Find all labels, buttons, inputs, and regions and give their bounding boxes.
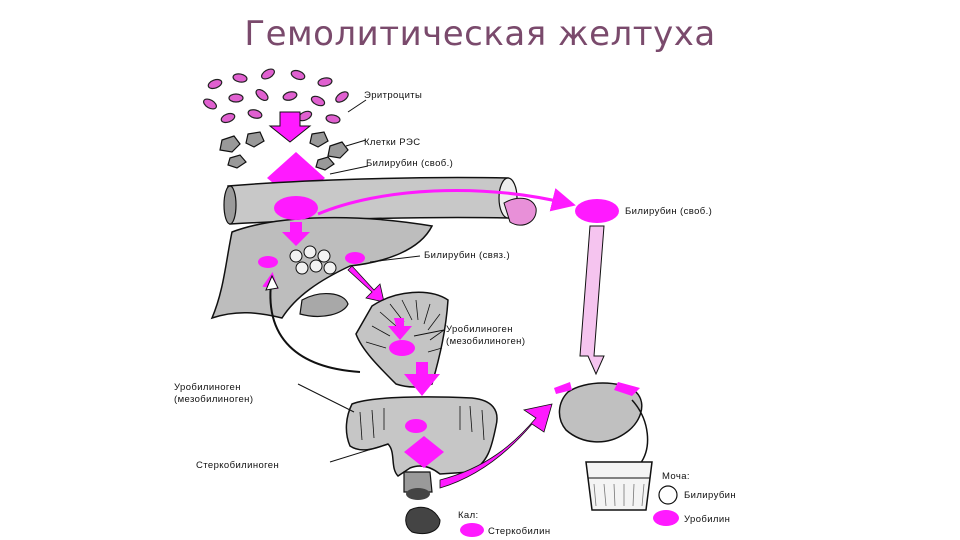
kidney	[554, 382, 648, 464]
label-urobilinogen-gut-1: Уробилиноген	[446, 324, 513, 335]
blood-vessel	[224, 177, 536, 225]
arrow-blood-to-kidney	[580, 226, 604, 374]
bilirubin-free-dot-vessel	[274, 196, 318, 220]
label-bilirubin-bound: Билирубин (связ.)	[424, 250, 510, 261]
stercobilin-marker	[460, 523, 484, 537]
urobilinogen-dot-gut	[389, 340, 415, 356]
label-urobilinogen-left-2: (мезобилиноген)	[174, 394, 253, 405]
label-erythrocytes: Эритроциты	[364, 90, 422, 101]
urine-bilirubin-marker	[659, 486, 677, 504]
bilirubin-dot-liver-left	[258, 256, 278, 268]
label-urine-bilirubin: Билирубин	[684, 490, 736, 501]
label-feces: Кал:	[458, 510, 479, 521]
rectum	[404, 472, 432, 500]
arrow-liver-to-gut	[348, 266, 384, 302]
bilirubin-bound-dot	[345, 252, 365, 264]
urobilin-marker	[653, 510, 679, 526]
bilirubin-free-dot-right	[575, 199, 619, 223]
label-res-cells: Клетки РЭС	[364, 137, 421, 148]
label-stercobilin: Стеркобилин	[488, 526, 550, 537]
label-stercobilinogen: Стеркобилиноген	[196, 460, 279, 471]
label-bilirubin-free-top: Билирубин (своб.)	[366, 158, 453, 169]
erythrocytes-cluster	[202, 67, 350, 124]
urine-glass	[586, 462, 652, 510]
small-intestine	[356, 292, 448, 387]
gallbladder	[300, 294, 348, 317]
label-urobilin: Уробилин	[684, 514, 730, 525]
feces	[406, 507, 440, 533]
label-urine: Моча:	[662, 471, 690, 482]
label-bilirubin-free-right: Билирубин (своб.)	[625, 206, 712, 217]
label-urobilinogen-gut-2: (мезобилиноген)	[446, 336, 525, 347]
stercobilinogen-dot	[405, 419, 427, 433]
label-urobilinogen-left-1: Уробилиноген	[174, 382, 241, 393]
